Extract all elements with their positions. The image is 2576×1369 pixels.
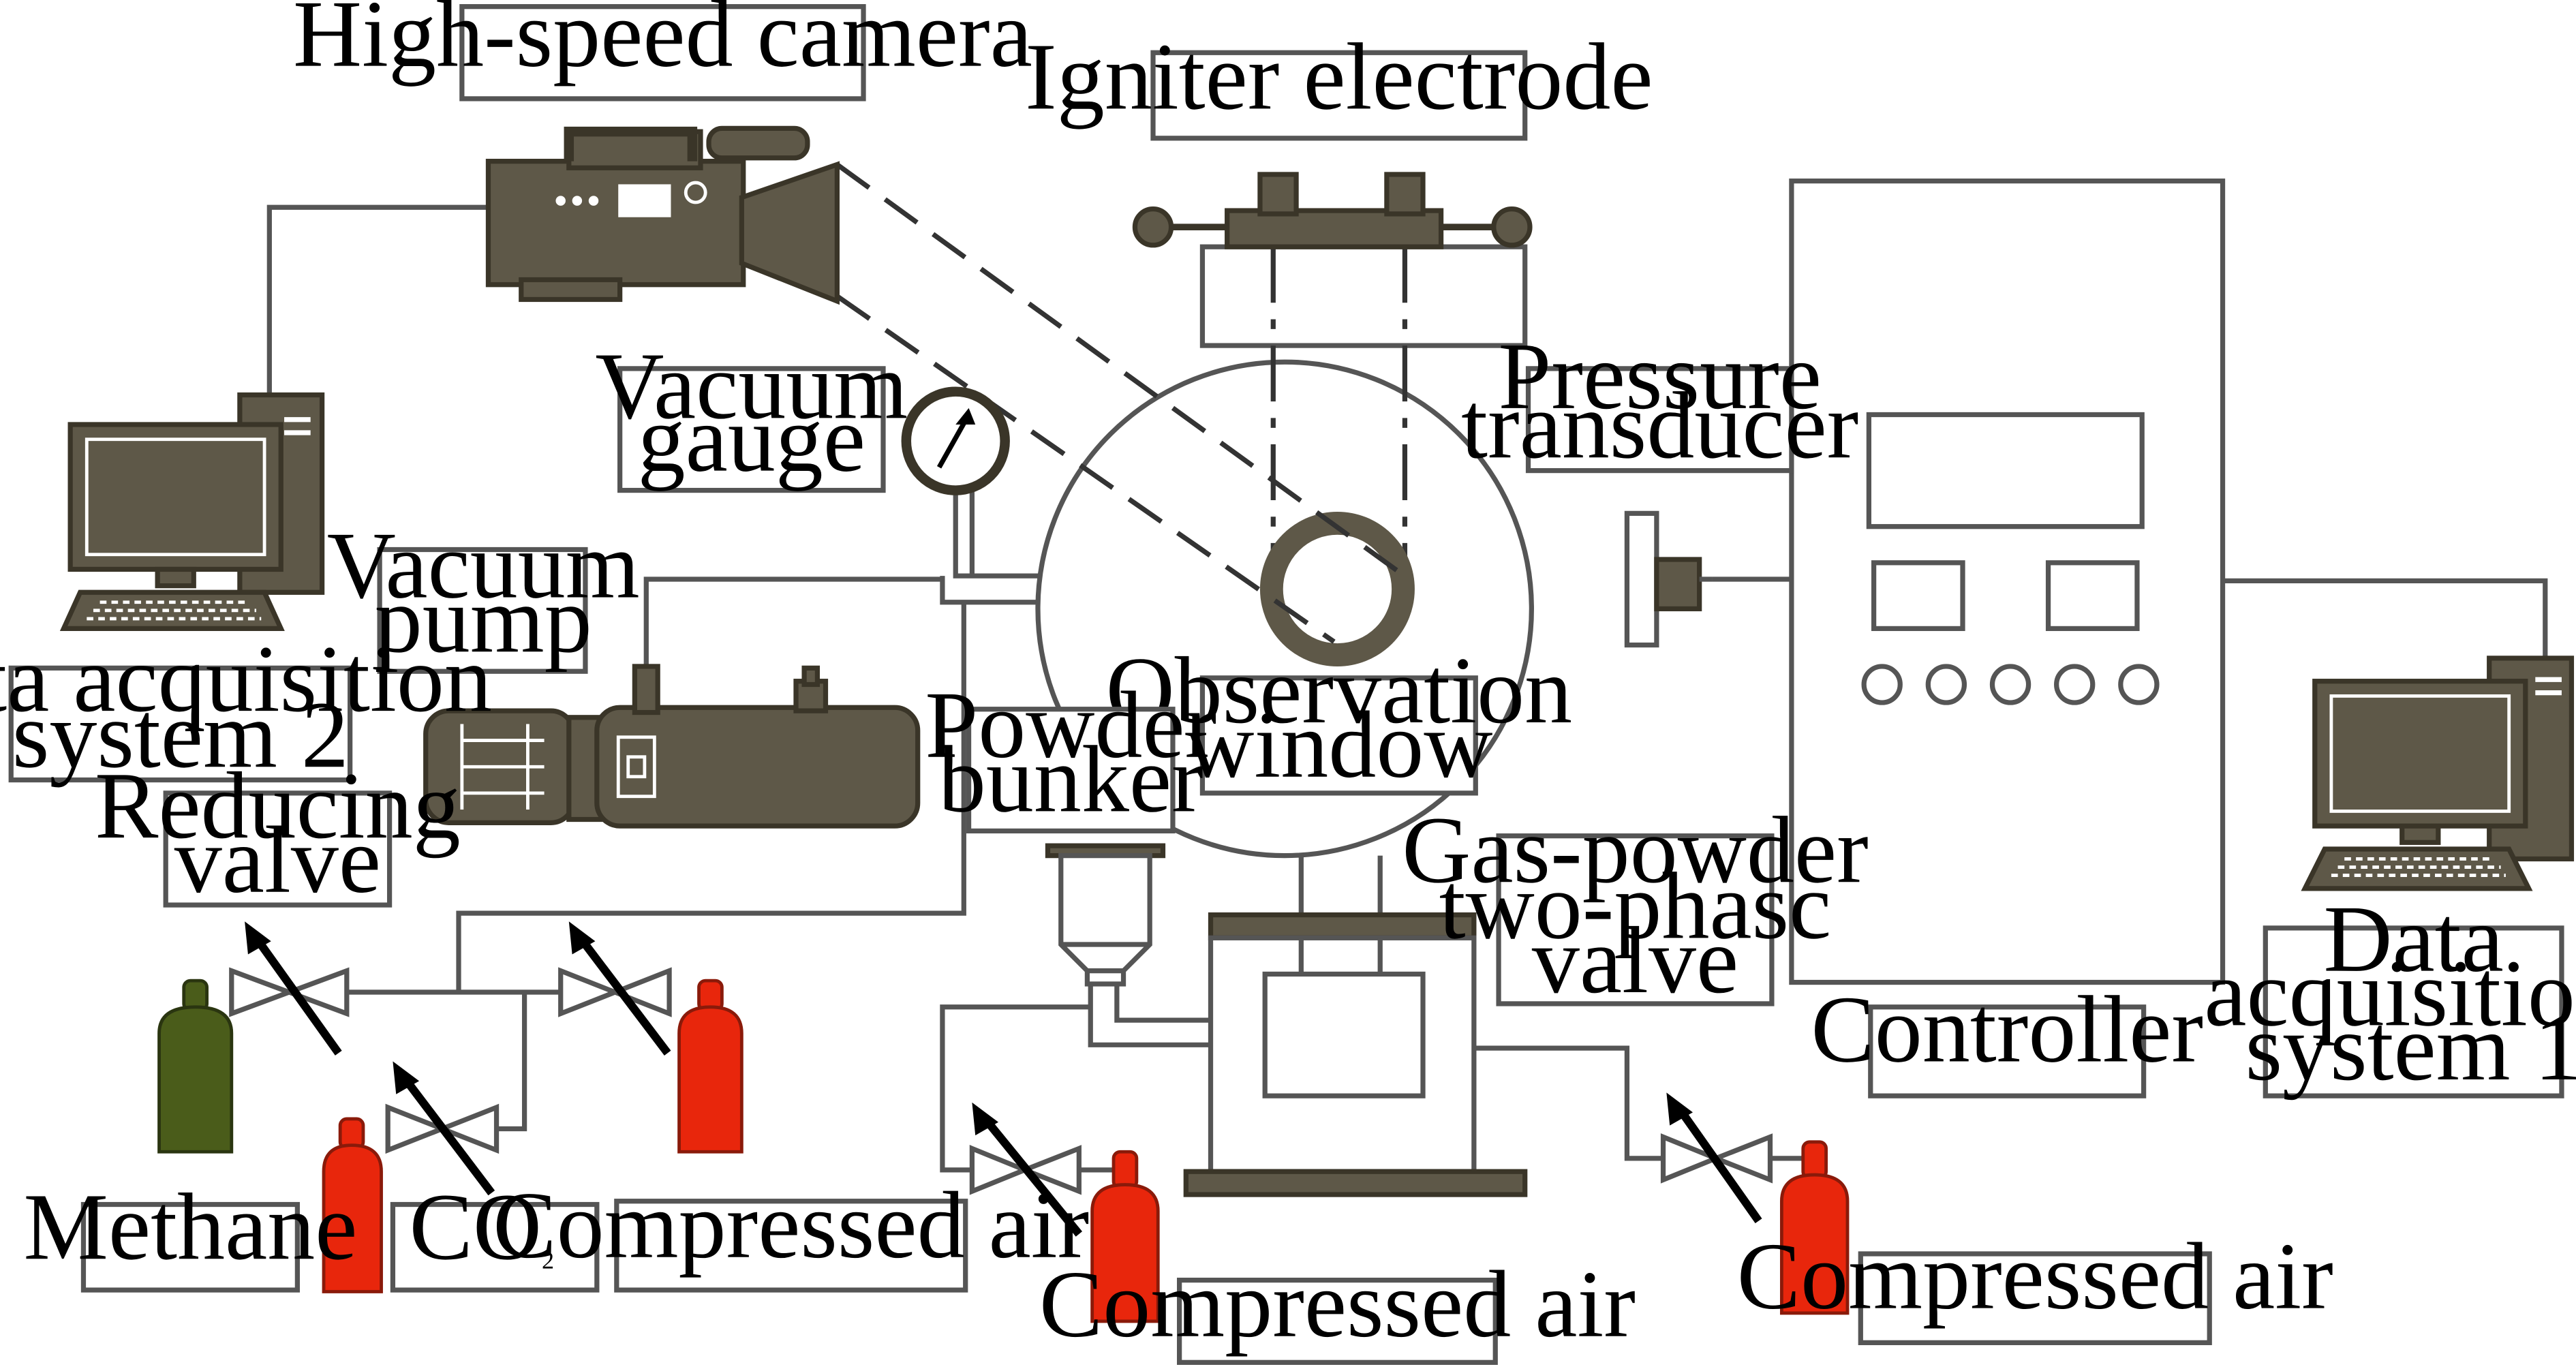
svg-text:two-phasc: two-phasc <box>1439 853 1832 959</box>
svg-text:Data acquisition: Data acquisition <box>0 626 492 732</box>
svg-text:Powder: Powder <box>925 673 1216 778</box>
svg-text:Compressed air: Compressed air <box>493 1173 1089 1278</box>
svg-text:window: window <box>1185 692 1492 798</box>
valve-air-left <box>558 921 672 1056</box>
svg-text:High-speed camera: High-speed camera <box>293 0 1032 87</box>
gas-cylinders <box>157 979 1850 1323</box>
svg-text:Gas-powder: Gas-powder <box>1402 797 1868 903</box>
svg-text:valve: valve <box>1532 908 1738 1013</box>
controller-to-daq1-line <box>2222 578 2548 658</box>
label-pressure-transducer: Pressure transducer <box>1461 324 1858 478</box>
label-vacuum-pump: Vacuum pump <box>327 513 640 674</box>
reducing-valves <box>229 921 1773 1237</box>
co2-cylinder <box>322 1117 383 1293</box>
svg-text:Methane: Methane <box>23 1174 357 1280</box>
pressure-transducer <box>1624 510 1713 648</box>
svg-text:Controller: Controller <box>1811 976 2203 1082</box>
svg-text:pump: pump <box>375 567 592 673</box>
air-cylinder-left <box>677 979 743 1154</box>
vacuum-gauge <box>901 386 1010 495</box>
label-daq1: Data acquisition system 1 <box>2204 887 2576 1101</box>
high-speed-camera <box>485 125 840 305</box>
svg-text:gauge: gauge <box>638 386 865 492</box>
label-igniter-electrode: Igniter electrode <box>1025 24 1653 141</box>
svg-text:Vacuum: Vacuum <box>327 513 640 619</box>
label-compressed-air-center: Compressed air <box>1039 1252 1636 1365</box>
camera-view-line-bottom <box>835 294 1336 644</box>
svg-text:Pressure: Pressure <box>1498 324 1822 429</box>
powder-bunker <box>1045 843 1166 987</box>
valve-methane <box>229 921 350 1056</box>
computer-daq1 <box>2301 656 2575 891</box>
co2-branch-line <box>491 992 527 1132</box>
label-gas-powder-valve: Gas-powder two-phasc valve <box>1402 797 1868 1013</box>
gauge-line-a <box>953 490 1047 579</box>
vacuum-pump <box>423 664 921 829</box>
label-powder-bunker: Powder bunker <box>925 673 1216 834</box>
svg-text:system 1: system 1 <box>2245 995 2576 1101</box>
svg-text:Data: Data <box>2323 887 2503 992</box>
vessel-neck <box>1199 244 1528 348</box>
label-co2: CO2 <box>390 1174 600 1293</box>
right-air-line <box>1424 1045 1663 1161</box>
gas-feed-line <box>456 602 966 993</box>
valve-air-center <box>969 1102 1083 1237</box>
label-high-speed-camera: High-speed camera <box>293 0 1032 102</box>
gauge-line-c <box>940 576 1047 605</box>
air-cylinder-right <box>1779 1140 1850 1315</box>
svg-text:Vacuum: Vacuum <box>595 333 908 439</box>
svg-text:valve: valve <box>174 807 381 913</box>
bunker-to-valve-line-a <box>1088 982 1266 1047</box>
svg-text:system 2: system 2 <box>12 682 349 788</box>
svg-text:bunker: bunker <box>938 726 1203 832</box>
svg-text:Igniter electrode: Igniter electrode <box>1025 24 1653 129</box>
camera-to-daq2-line <box>266 204 495 395</box>
observation-window-ring <box>1259 511 1415 666</box>
valve-co2 <box>385 1061 500 1196</box>
left-air-line <box>940 1004 1091 1173</box>
label-daq2: Data acquisition system 2 <box>0 626 492 788</box>
svg-text:acquisition: acquisition <box>2204 940 2576 1046</box>
label-compressed-air-right: Compressed air <box>1737 1224 2333 1345</box>
air-cylinder-center <box>1090 1150 1160 1323</box>
svg-text:Compressed air: Compressed air <box>1737 1224 2333 1329</box>
controller-cabinet <box>1789 178 2226 985</box>
label-observation-window: Observation window <box>1106 638 1573 798</box>
label-controller: Controller <box>1811 976 2203 1098</box>
igniter-electrode <box>1132 172 1533 249</box>
svg-text:Observation: Observation <box>1106 638 1573 743</box>
pump-line <box>643 576 942 666</box>
svg-text:CO2: CO2 <box>409 1174 554 1280</box>
svg-text:transducer: transducer <box>1461 373 1858 478</box>
svg-text:Reducing: Reducing <box>95 753 461 859</box>
methane-cylinder <box>157 979 234 1154</box>
label-vacuum-gauge: Vacuum gauge <box>595 333 908 493</box>
label-methane: Methane <box>23 1174 357 1293</box>
computer-daq2 <box>59 392 325 632</box>
svg-text:Compressed air: Compressed air <box>1039 1252 1636 1357</box>
label-reducing-valve: Reducing valve <box>95 753 461 913</box>
gas-powder-valve <box>1183 912 1528 1197</box>
label-compressed-air-left: Compressed air <box>493 1173 1089 1293</box>
valve-air-right <box>1660 1092 1773 1224</box>
